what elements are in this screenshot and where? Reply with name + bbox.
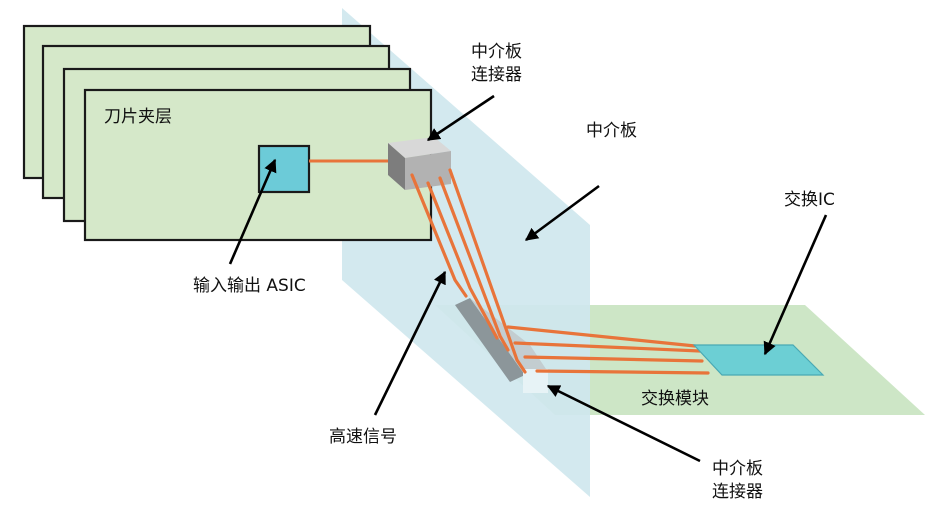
bottom-connector-highlight	[523, 369, 548, 393]
switch-ic-pointer-arrow	[763, 214, 828, 356]
midplane-pointer-arrow	[524, 184, 600, 242]
io-asic-label: 输入输出 ASIC	[193, 276, 306, 296]
pointer-arrows	[228, 94, 828, 463]
blade-layer-label: 刀片夹层	[104, 107, 172, 127]
trace-2	[426, 181, 499, 340]
asic-pointer-arrow	[228, 158, 277, 265]
blade-stack	[22, 24, 433, 242]
high-speed-traces	[410, 168, 710, 375]
io-asic-chip	[257, 144, 311, 194]
trace-1	[410, 173, 468, 298]
bottom-connector-left-face	[455, 298, 525, 382]
bottom-connector-label-line1: 中介板	[712, 459, 763, 479]
top-connector-label-line1: 中介板	[471, 42, 522, 62]
top-connector-left-face	[388, 143, 405, 190]
bottom-connector-pointer-arrow	[546, 384, 701, 463]
signal-pointer-arrow	[373, 270, 447, 416]
trace-6	[513, 341, 702, 353]
switch-ic-chip	[692, 344, 825, 376]
top-connector-pointer-arrow	[426, 94, 495, 142]
trace-4	[448, 168, 527, 374]
trace-8	[535, 369, 710, 375]
top-connector-top-face	[388, 137, 451, 158]
high-speed-signal-label: 高速信号	[329, 427, 397, 447]
top-connector-label-line2: 连接器	[471, 65, 522, 85]
switch-ic-label: 交换IC	[784, 190, 835, 210]
switch-module-label: 交换模块	[641, 389, 709, 409]
trace-3	[438, 176, 510, 352]
trace-5	[506, 325, 697, 348]
top-midplane-connector	[388, 137, 451, 190]
bottom-connector-label-line2: 连接器	[712, 482, 763, 502]
midplane-label: 中介板	[586, 121, 637, 141]
trace-7	[523, 355, 704, 363]
